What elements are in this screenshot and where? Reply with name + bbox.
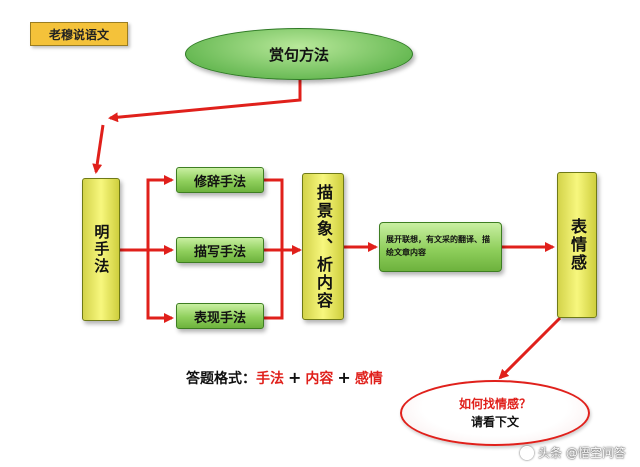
answer-format: 答题格式：手法+内容+感情 [186, 368, 446, 390]
bottom-node: 如何找情感？ 请看下文 [400, 380, 590, 446]
right-node: 表情感 [557, 172, 597, 318]
answer-format-part3: 感情 [354, 371, 383, 387]
bottom-node-hint: 请看下文 [470, 415, 519, 429]
branch-left [146, 175, 174, 250]
association-node: 展开联想，有文采的翻译、描绘文章内容 [379, 222, 502, 272]
answer-format-plus-2: + [337, 368, 351, 387]
bottom-node-question: 如何找情感？ [458, 397, 531, 411]
arrow-right-to-bottom [498, 316, 562, 380]
middle-node-label: 描景象、析内容 [314, 183, 333, 310]
technique-box-2: 描写手法 [176, 237, 264, 263]
answer-format-plus-1: + [288, 368, 302, 387]
arrow-left-down [92, 124, 105, 174]
merge-1 [264, 178, 284, 250]
merge-3 [264, 250, 284, 320]
watermark-logo-icon [520, 445, 534, 460]
title-label: 老穆说语文 [30, 22, 128, 46]
right-node-label: 表情感 [568, 218, 587, 272]
answer-format-prefix: 答题格式： [186, 371, 256, 387]
technique-box-3: 表现手法 [176, 303, 264, 329]
answer-format-part2: 内容 [305, 371, 334, 387]
middle-node: 描景象、析内容 [302, 173, 344, 320]
technique-box-1: 修辞手法 [176, 167, 264, 193]
watermark: 头条 @悟空问答 [520, 444, 626, 461]
left-node: 明手法 [82, 178, 120, 321]
branch-left-lower [146, 250, 174, 323]
arrow-top-to-left [108, 80, 302, 123]
watermark-text: 头条 @悟空问答 [538, 446, 626, 460]
left-node-label: 明手法 [92, 224, 111, 275]
top-node: 赏句方法 [185, 28, 413, 80]
answer-format-part1: 手法 [256, 371, 284, 387]
